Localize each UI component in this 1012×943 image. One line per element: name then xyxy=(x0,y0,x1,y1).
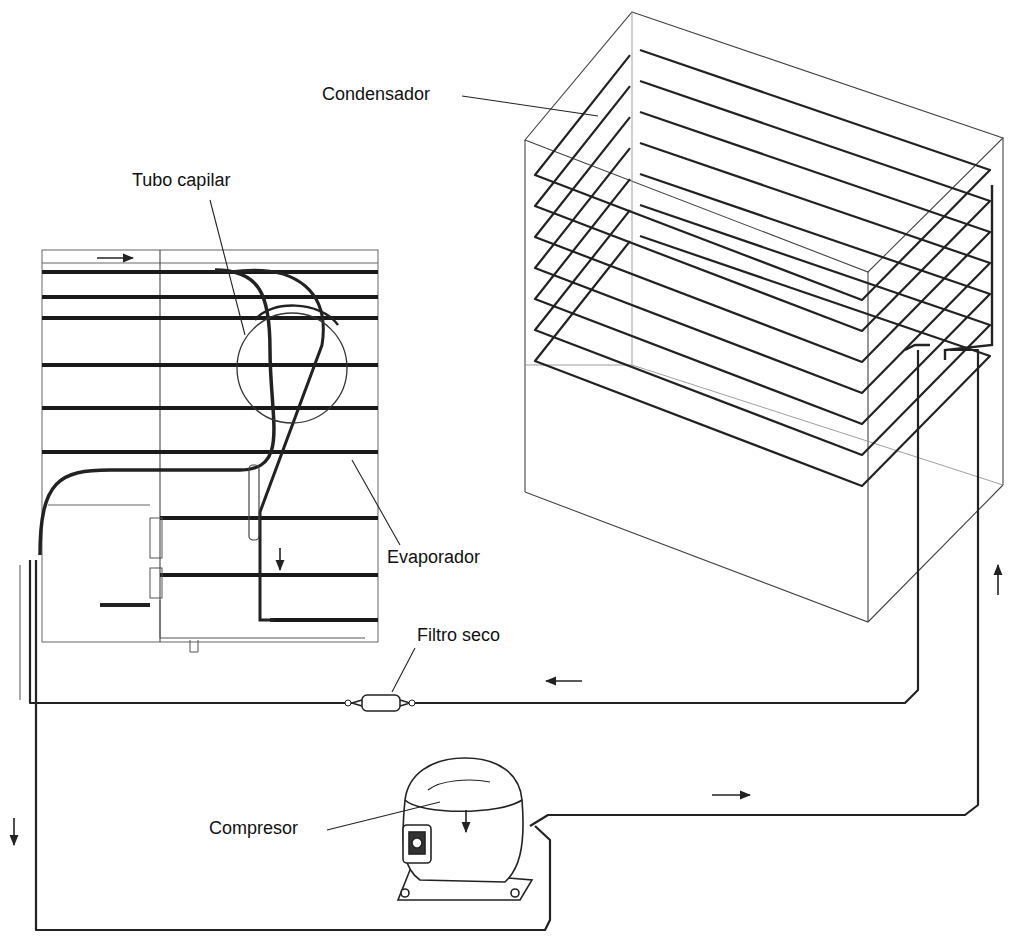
flow-arrow xyxy=(14,258,998,845)
refrigerant-piping xyxy=(20,350,978,930)
condenser-riser xyxy=(905,185,992,360)
condenser-housing xyxy=(525,12,1003,622)
coil-loop xyxy=(535,205,990,455)
part-label: Evaporador xyxy=(385,547,482,569)
condenser-coils xyxy=(535,50,990,486)
evaporator xyxy=(40,250,378,652)
filter-drier xyxy=(345,695,415,711)
compressor xyxy=(398,758,532,900)
leader-line xyxy=(210,96,598,830)
part-label: Condensador xyxy=(320,84,432,106)
coil-loop xyxy=(535,236,990,486)
part-label: Filtro seco xyxy=(415,625,502,647)
part-label: Tubo capilar xyxy=(130,170,232,192)
part-label: Compresor xyxy=(207,818,300,840)
